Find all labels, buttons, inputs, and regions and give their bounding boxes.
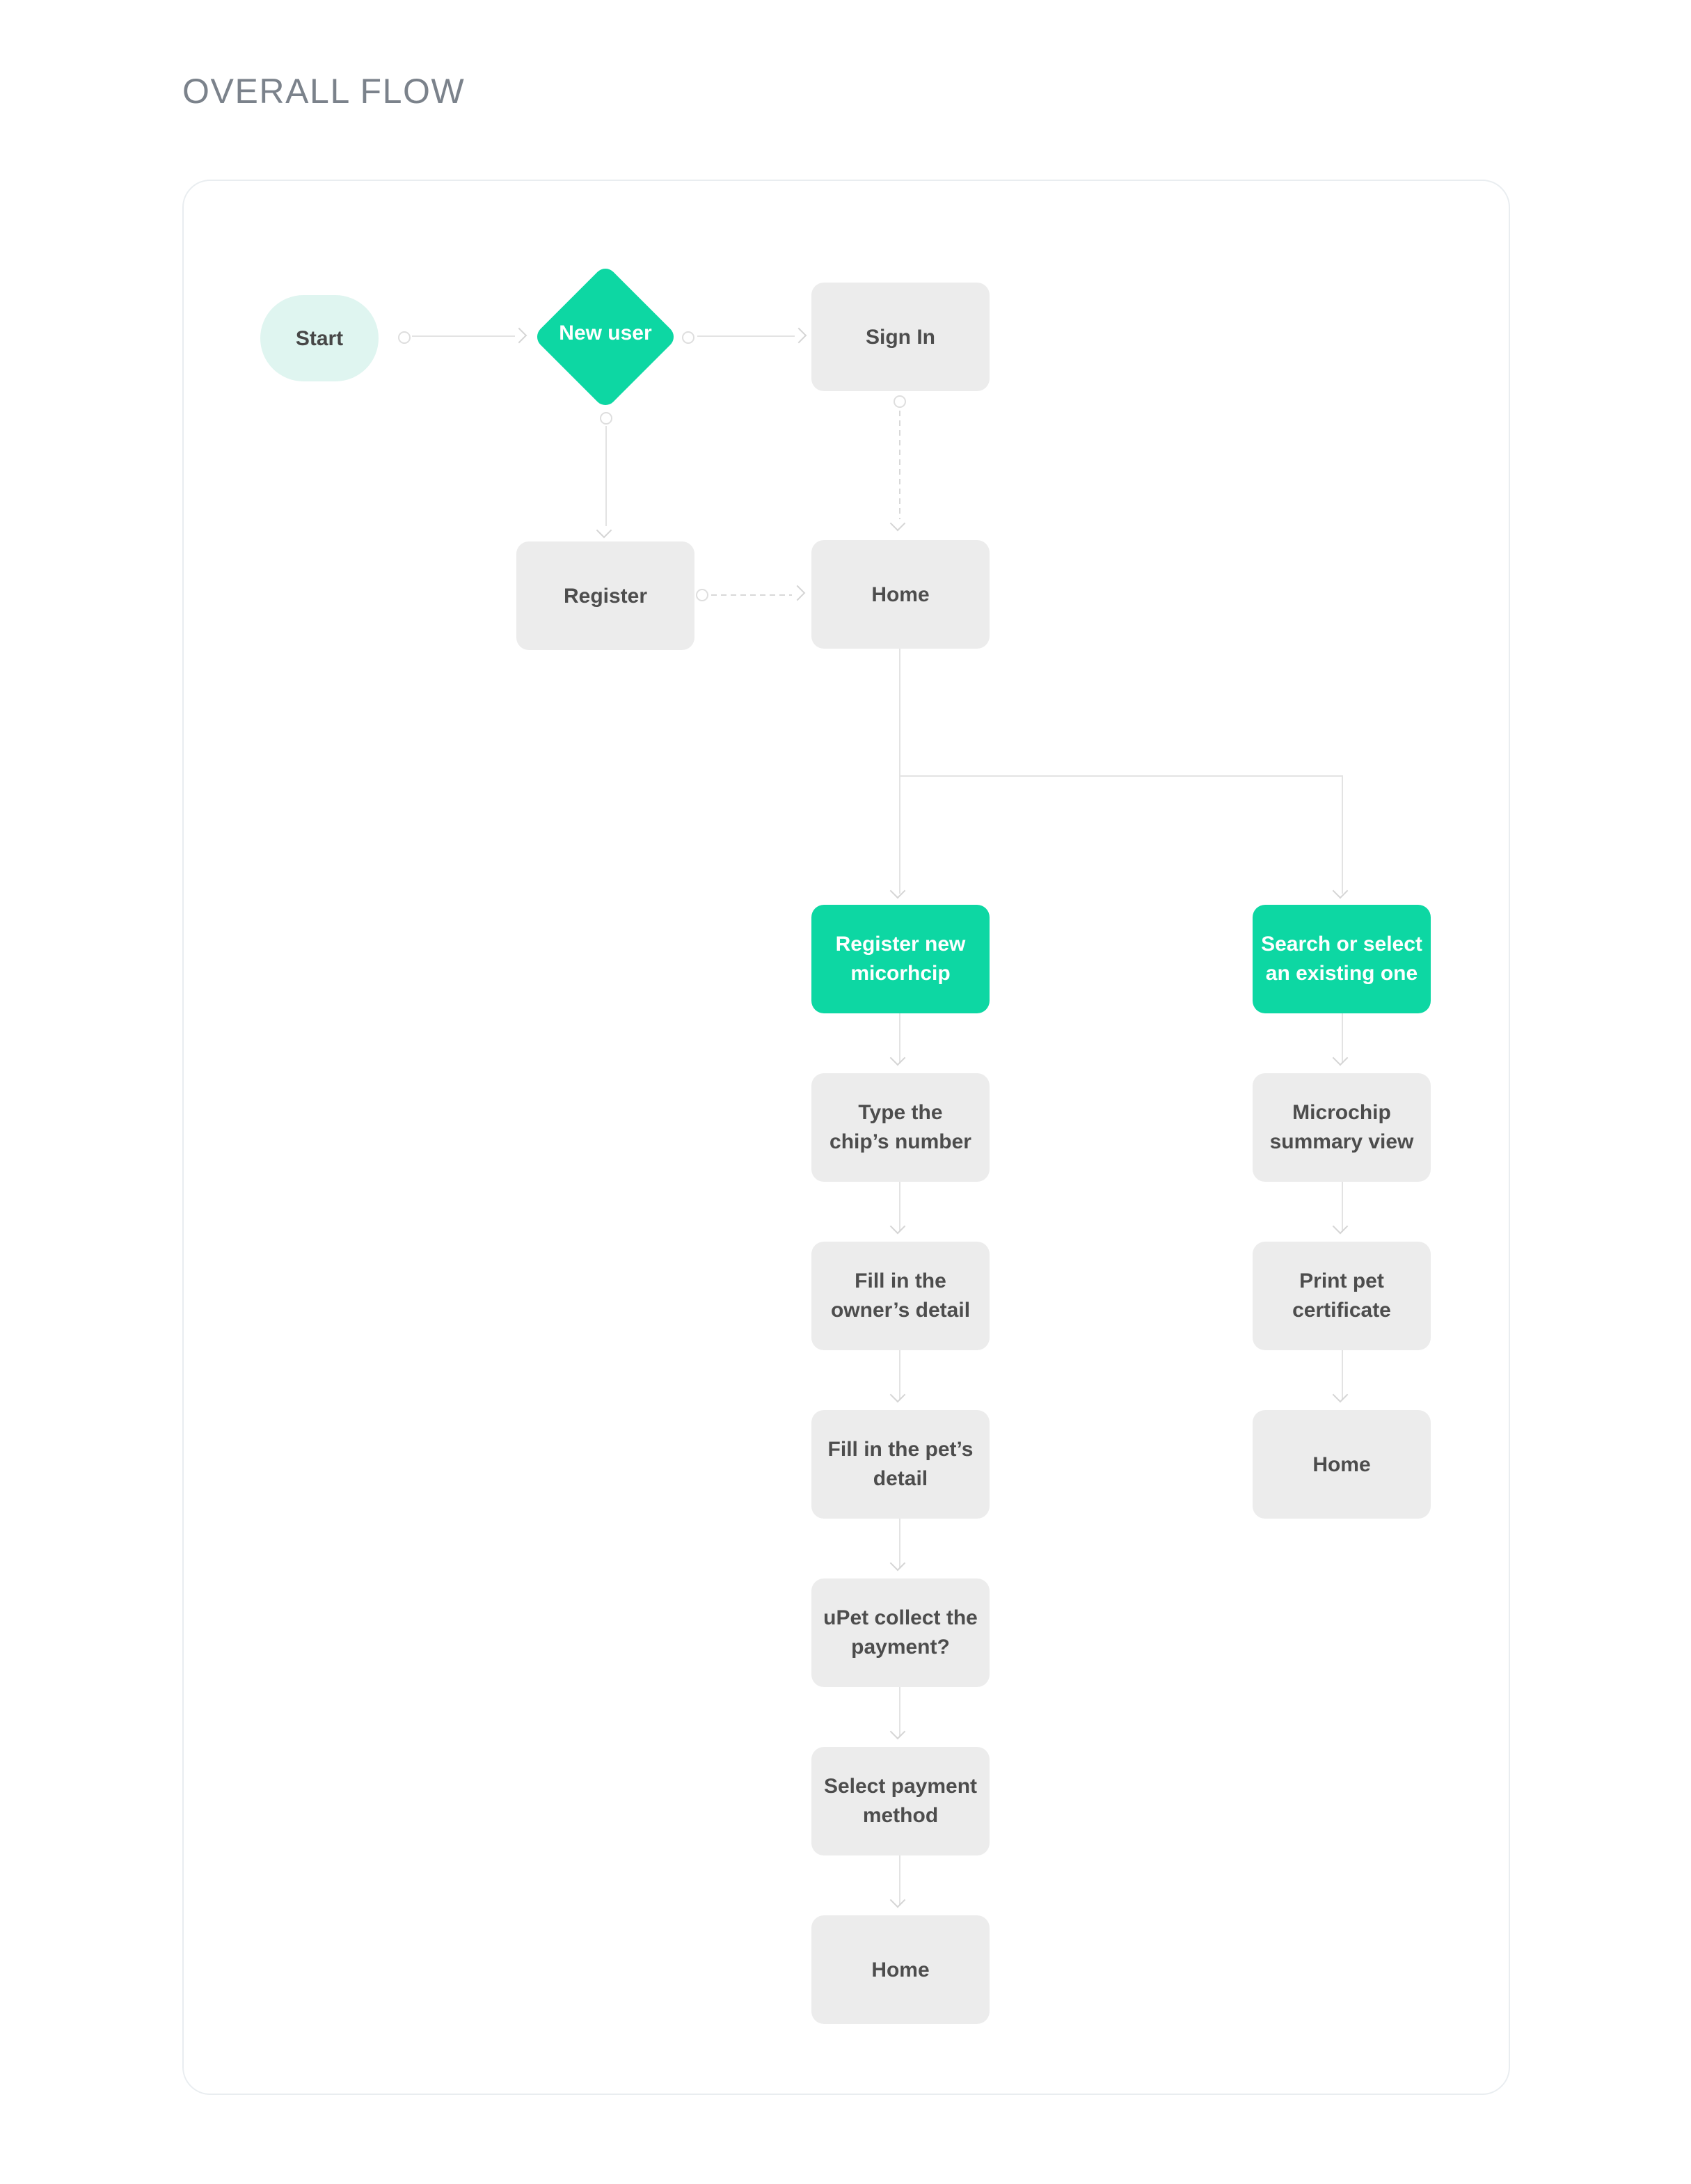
node-home-end-left: Home [811,1915,990,2024]
connector-ring-register-right [696,589,708,601]
node-fill-owner-detail-label: Fill in the owner’s detail [830,1269,971,1322]
node-fill-owner-detail: Fill in the owner’s detail [811,1242,990,1350]
node-register: Register [516,541,694,650]
connector-ring-newuser-right [682,331,694,344]
node-microchip-summary: Microchip summary view [1253,1073,1431,1182]
edge-payment-to-method-line [899,1687,900,1737]
node-upet-collect-payment: uPet collect the payment? [811,1578,990,1687]
node-start: Start [260,295,379,381]
edge-home-to-branch-stem [899,649,900,894]
edge-start-to-newuser-line [412,335,515,337]
edge-petdetail-to-payment-line [899,1519,900,1569]
node-register-new-microchip: Register new micorhcip [811,905,990,1013]
edge-newuser-to-signin-line [697,335,795,337]
edge-register-to-home-line [711,594,792,596]
node-upet-collect-payment-label: uPet collect the payment? [823,1606,978,1659]
node-microchip-summary-label: Microchip summary view [1269,1101,1414,1154]
edge-newuser-to-register-line [605,426,607,526]
node-sign-in-label: Sign In [866,325,935,349]
node-home-end-left-label: Home [871,1958,930,1981]
node-select-payment-method-label: Select payment method [823,1775,978,1828]
node-start-label: Start [295,326,344,350]
node-print-certificate-label: Print pet certificate [1292,1269,1391,1322]
node-register-new-microchip-label: Register new micorhcip [835,933,966,986]
node-type-chip-number-label: Type the chip’s number [829,1101,971,1154]
edge-greenleft-to-typechip-line [899,1013,900,1063]
node-fill-pet-detail-label: Fill in the pet’s detail [827,1438,974,1491]
connector-ring-newuser-bottom [600,412,612,425]
connector-ring-start [398,331,411,344]
node-fill-pet-detail: Fill in the pet’s detail [811,1410,990,1519]
node-new-user-label: New user [559,322,652,345]
node-type-chip-number: Type the chip’s number [811,1073,990,1182]
node-sign-in: Sign In [811,283,990,391]
node-select-payment-method: Select payment method [811,1747,990,1855]
edge-branch-horizontal [899,775,1342,777]
node-search-existing-label: Search or select an existing one [1261,933,1422,986]
page-title: OVERALL FLOW [182,72,466,111]
edge-signin-to-home-line [899,411,900,519]
edge-method-to-home-line [899,1855,900,1906]
edge-summary-to-certificate-line [1342,1182,1343,1232]
node-print-certificate: Print pet certificate [1253,1242,1431,1350]
connector-ring-signin-bottom [894,395,906,408]
node-home-end-right: Home [1253,1410,1431,1519]
node-search-existing: Search or select an existing one [1253,905,1431,1013]
node-home-end-right-label: Home [1312,1453,1371,1476]
node-home-label: Home [871,583,930,606]
edge-branch-right-drop [1342,775,1343,894]
node-home: Home [811,540,990,649]
edge-typechip-to-ownerdetail-line [899,1182,900,1232]
edge-greenright-to-summary-line [1342,1013,1343,1063]
edge-certificate-to-home-line [1342,1350,1343,1400]
edge-ownerdetail-to-petdetail-line [899,1350,900,1400]
node-register-label: Register [563,584,648,608]
